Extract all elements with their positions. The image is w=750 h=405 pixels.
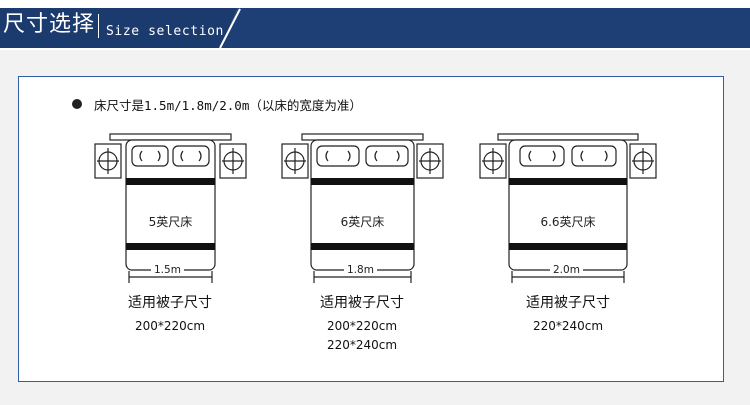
bed-label: 6.6英尺床	[540, 215, 596, 229]
size-note: 床尺寸是1.5m/1.8m/2.0m（以床的宽度为准）	[72, 95, 362, 113]
bed-diagram-3: 6.6英尺床 2.0m	[478, 128, 658, 288]
quilt-size-value: 220*240cm	[532, 319, 604, 333]
size-note-text: 床尺寸是1.5m/1.8m/2.0m（以床的宽度为准）	[94, 97, 362, 113]
quilt-size-value: 200*220cm	[326, 319, 398, 333]
bed-diagram-1: 5英尺床 1.5m	[93, 128, 248, 288]
bed-width-label: 1.5m	[151, 264, 184, 276]
section-subtitle: Size selection	[106, 24, 224, 39]
header-bar-shape	[0, 8, 750, 50]
quilt-size-title-1: 适用被子尺寸	[128, 295, 212, 311]
title-divider	[98, 14, 99, 38]
header-banner: 尺寸选择 Size selection	[0, 0, 750, 50]
bullet-icon	[72, 99, 82, 109]
bed-label: 5英尺床	[148, 215, 193, 229]
bed-width-label: 2.0m	[550, 264, 583, 276]
quilt-size-title-2: 适用被子尺寸	[320, 295, 404, 311]
section-title: 尺寸选择	[3, 12, 96, 37]
bed-width-label: 1.8m	[344, 264, 377, 276]
quilt-size-title-3: 适用被子尺寸	[526, 295, 610, 311]
bed-diagram-2: 6英尺床 1.8m	[280, 128, 445, 288]
quilt-size-value: 200*220cm	[134, 319, 206, 333]
quilt-size-value: 220*240cm	[326, 338, 398, 352]
bed-label: 6英尺床	[340, 215, 385, 229]
